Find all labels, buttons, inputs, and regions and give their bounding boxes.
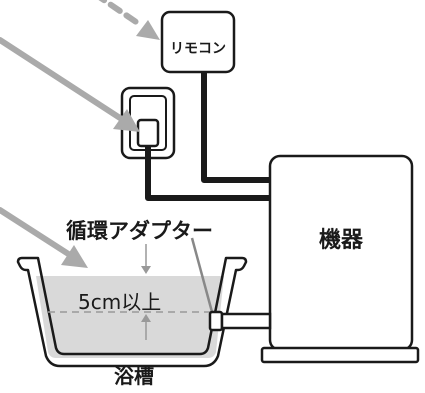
tub-pointer-arrow bbox=[0, 207, 88, 268]
adapter-leader-line bbox=[190, 237, 214, 313]
dashed-pointer-arrow bbox=[98, 0, 160, 40]
tub-water bbox=[36, 276, 224, 358]
depth-label: 5cm以上 bbox=[78, 290, 162, 314]
heater-unit bbox=[260, 154, 420, 364]
remote-label: リモコン bbox=[170, 41, 226, 57]
remote-cable bbox=[201, 72, 272, 183]
circulation-adapter bbox=[208, 310, 272, 332]
power-cable bbox=[145, 146, 272, 201]
outlet-pointer-arrow bbox=[0, 37, 140, 132]
bathtub-outline bbox=[16, 256, 248, 368]
adapter-label: 循環アダプター bbox=[66, 219, 213, 243]
remote-box bbox=[160, 10, 236, 74]
depth-markers bbox=[141, 244, 151, 340]
unit-label: 機器 bbox=[318, 228, 363, 253]
tub-label: 浴槽 bbox=[114, 364, 154, 388]
